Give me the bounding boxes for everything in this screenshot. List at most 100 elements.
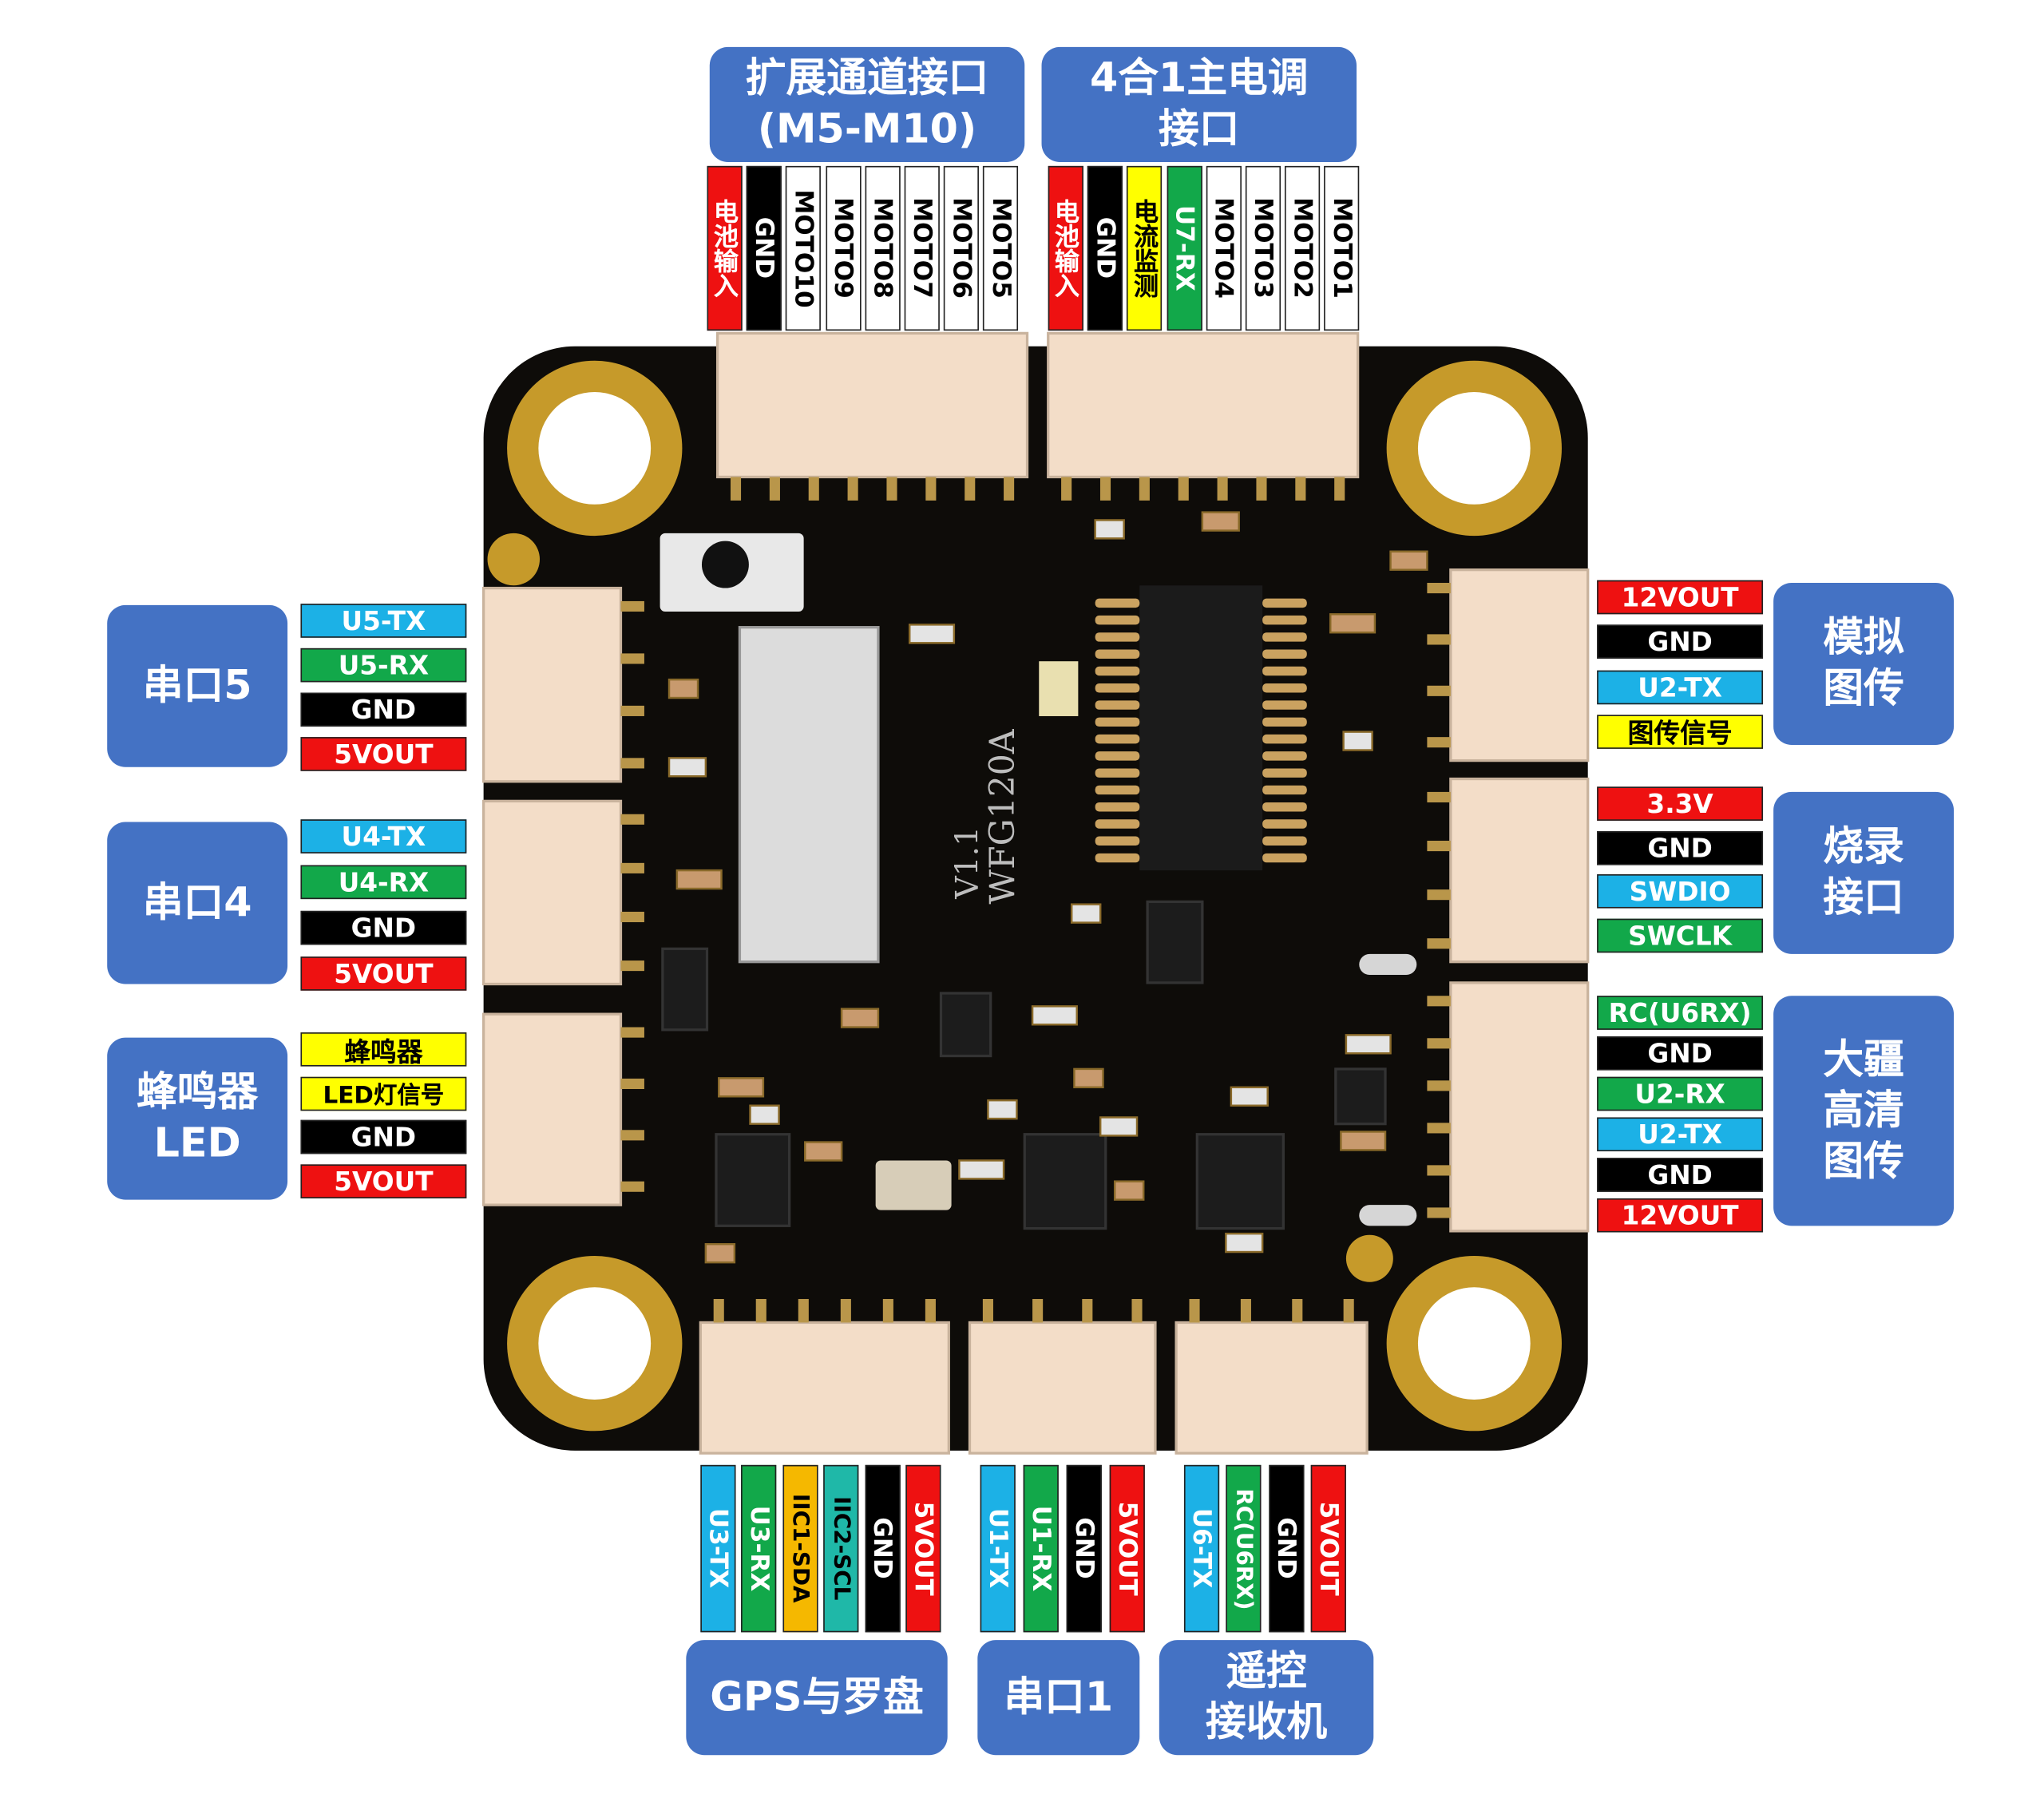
- connector-housing: [1449, 981, 1590, 1233]
- board-model-label: WFG120A: [984, 729, 1024, 905]
- smd-component: [908, 624, 956, 644]
- chip-lead: [1095, 649, 1140, 659]
- chip-lead: [1095, 819, 1140, 829]
- connector-housing: [1449, 568, 1590, 762]
- connector-pin: [620, 1130, 644, 1141]
- connector-pin: [847, 477, 858, 501]
- connector-pin: [1189, 1298, 1200, 1323]
- connector-pin: [1427, 1165, 1451, 1176]
- swd-pin-label: GND: [1597, 830, 1764, 865]
- expansion-pin-label: 电池输入: [707, 165, 743, 331]
- expansion-pin-label: MOTO7: [904, 165, 940, 331]
- connector-pin: [620, 705, 644, 716]
- connector-pin: [620, 960, 644, 972]
- connector-pin: [1427, 841, 1451, 852]
- connector-pin: [769, 477, 780, 501]
- connector-pin: [1292, 1298, 1303, 1323]
- connector-pin: [1343, 1298, 1354, 1323]
- chip-lead: [1262, 717, 1307, 727]
- connector-pin: [1139, 477, 1150, 501]
- mounting-hole: [538, 1287, 652, 1400]
- esc-pin-label: MOTO3: [1245, 165, 1281, 331]
- connector-pin: [620, 1181, 644, 1192]
- ic-chip: [661, 947, 709, 1032]
- smd-component: [1201, 511, 1240, 532]
- expansion-pin-label: MOTO6: [944, 165, 980, 331]
- buzzer-pin-label: 蜂鸣器: [300, 1032, 467, 1067]
- chip-lead: [1095, 836, 1140, 846]
- connector-pin: [1004, 477, 1015, 501]
- smd-component: [675, 869, 723, 890]
- connector-housing: [481, 586, 623, 783]
- dji-hd-pin-label: U2-RX: [1597, 1076, 1764, 1111]
- status-led: [1359, 1205, 1417, 1226]
- chip-lead: [1262, 683, 1307, 693]
- chip-lead: [1262, 598, 1307, 608]
- uart1-pin-label: 5VOUT: [1109, 1464, 1145, 1633]
- connector-pin: [1256, 477, 1267, 501]
- connector-pin: [1240, 1298, 1251, 1323]
- smd-component: [1094, 519, 1125, 540]
- dji-hd-pin-label: U2-TX: [1597, 1117, 1764, 1152]
- smd-component: [804, 1141, 843, 1162]
- smd-component: [1073, 1067, 1104, 1089]
- ic-chip: [715, 1133, 791, 1227]
- connector-pin: [620, 1027, 644, 1038]
- dji-hd-pin-label: RC(U6RX): [1597, 996, 1764, 1030]
- connector-pin: [1427, 685, 1451, 696]
- connector-pin: [620, 862, 644, 873]
- receiver-pin-label: 5VOUT: [1310, 1464, 1346, 1633]
- chip-lead: [1262, 751, 1307, 761]
- smd-component: [1031, 1005, 1078, 1026]
- smd-component: [1345, 1034, 1392, 1055]
- chip-lead: [1262, 734, 1307, 744]
- expansion-pin-label: MOTO9: [825, 165, 861, 331]
- reset-button-cap: [701, 541, 749, 588]
- uart5-pin-label: U5-TX: [300, 604, 467, 638]
- main-chip: [1139, 585, 1263, 871]
- chip-lead: [1095, 802, 1140, 812]
- analog-vtx-pin-label: U2-TX: [1597, 670, 1764, 704]
- analog-vtx-pin-label: 图传信号: [1597, 715, 1764, 750]
- connector-pin: [1427, 1207, 1451, 1218]
- uart1-pin-label: GND: [1066, 1464, 1102, 1633]
- gps-pin-label: 5VOUT: [905, 1464, 941, 1633]
- connector-pin: [840, 1298, 851, 1323]
- connector-pin: [1295, 477, 1306, 501]
- connector-housing: [481, 799, 623, 986]
- connector-pin: [1427, 1123, 1451, 1134]
- smd-component: [987, 1099, 1018, 1120]
- uart5-pin-label: U5-RX: [300, 648, 467, 683]
- swd-pin-label: 3.3V: [1597, 786, 1764, 821]
- barometer-sensor: [875, 1160, 952, 1210]
- chip-lead: [1095, 615, 1140, 625]
- chip-lead: [1262, 632, 1307, 642]
- connector-pin: [798, 1298, 809, 1323]
- smd-component: [1389, 550, 1428, 571]
- chip-lead: [1095, 785, 1140, 795]
- uart4-title: 串口4: [107, 822, 288, 984]
- esc-pin-label: 电流监测: [1127, 165, 1163, 331]
- uart5-pin-label: 5VOUT: [300, 737, 467, 771]
- mounting-hole: [538, 392, 652, 505]
- esc-pin-label: U7-RX: [1166, 165, 1202, 331]
- buzzer-pin-label: 5VOUT: [300, 1163, 467, 1198]
- buzzer-pin-label: GND: [300, 1119, 467, 1155]
- gps-pin-label: IIC1-SDA: [782, 1464, 818, 1633]
- connector-pin: [1061, 477, 1072, 501]
- smd-component: [1113, 1180, 1145, 1201]
- receiver-title: 遥控 接收机: [1159, 1640, 1374, 1756]
- smd-component: [718, 1077, 765, 1098]
- smd-component: [1342, 731, 1373, 751]
- connector-pin: [755, 1298, 766, 1323]
- esc-pin-label: 电池输入: [1048, 165, 1083, 331]
- mounting-hole: [1417, 392, 1531, 505]
- connector-pin: [1427, 938, 1451, 949]
- chip-lead: [1095, 598, 1140, 608]
- chip-lead: [1262, 836, 1307, 846]
- smd-component: [667, 757, 707, 778]
- smd-component: [1099, 1116, 1139, 1137]
- uart5-title: 串口5: [107, 604, 288, 767]
- connector-pin: [1427, 634, 1451, 645]
- uart4-pin-label: U4-RX: [300, 865, 467, 900]
